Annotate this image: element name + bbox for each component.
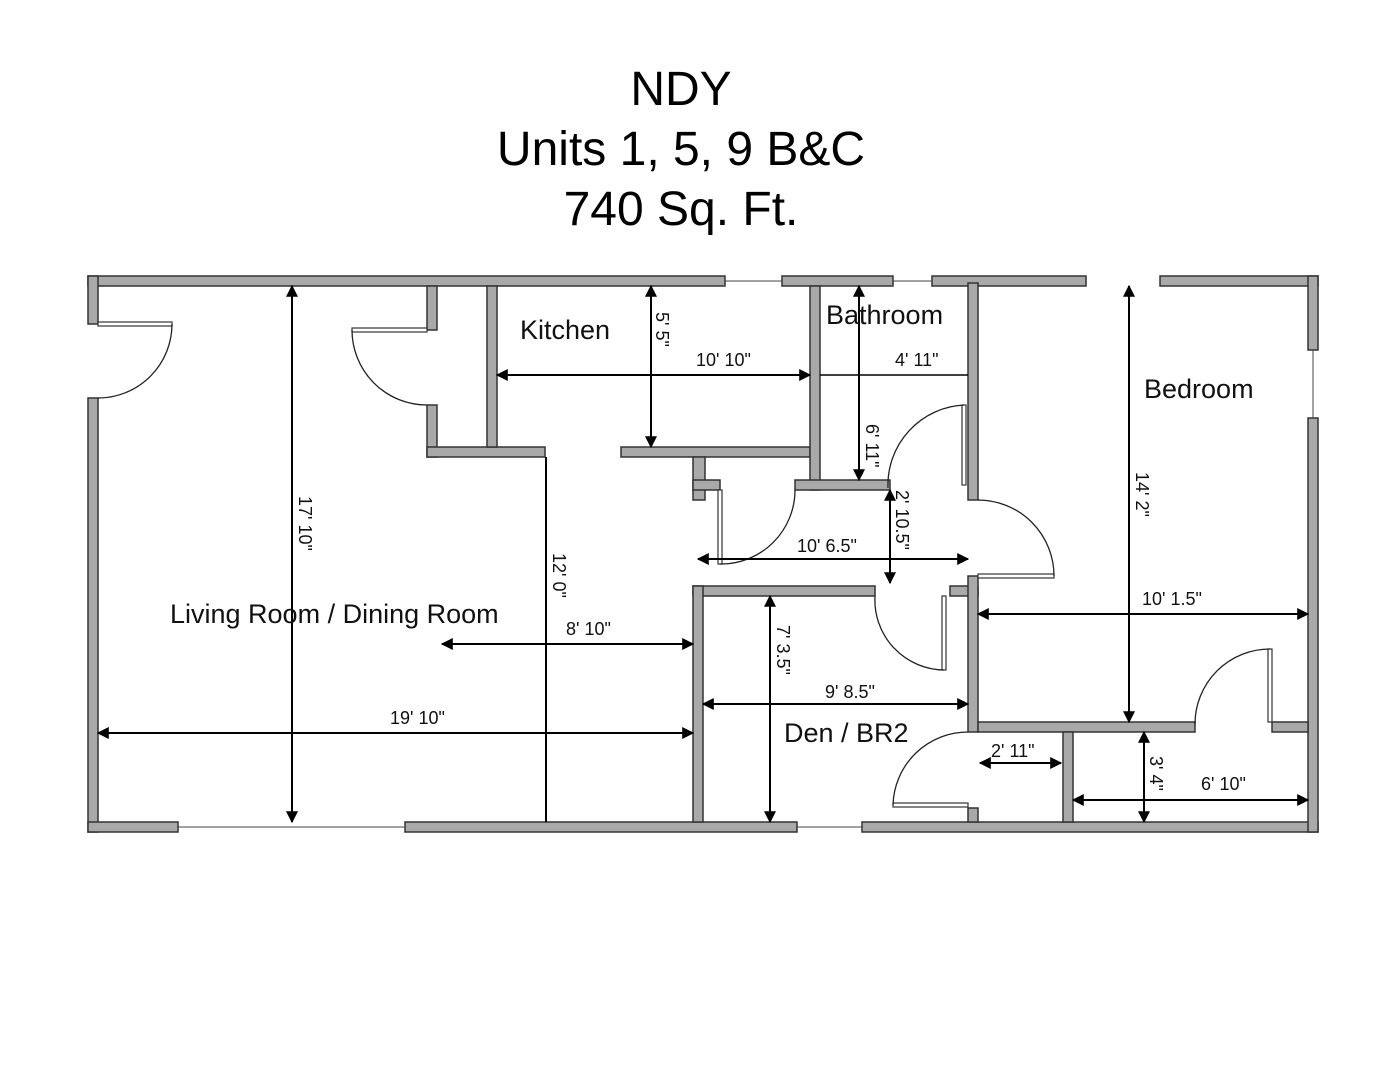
dim-closet1-width: 2' 11" [991,741,1035,761]
room-bedroom: Bedroom [1144,374,1254,404]
room-den: Den / BR2 [784,718,909,748]
dim-bedroom-depth: 14' 2" [1132,472,1152,517]
dim-bedroom-width: 10' 1.5" [1142,589,1202,609]
room-labels: Kitchen Bathroom Bedroom Living Room / D… [170,300,1254,748]
dimension-lines [96,284,1310,824]
room-living: Living Room / Dining Room [170,599,499,629]
dim-closet2-depth: 3' 4" [1146,756,1166,791]
room-bathroom: Bathroom [826,300,943,330]
plan-title: NDY [630,63,732,116]
dim-living-width: 19' 10" [390,708,445,728]
dim-hall-width: 2' 10.5" [892,490,912,550]
dim-bath-width: 4' 11" [895,350,939,370]
windows [178,280,1314,828]
dim-dining-depth: 12' 0" [549,553,569,598]
plan-units: Units 1, 5, 9 B&C [496,123,866,176]
doors [97,321,1273,808]
dim-bath-depth: 6' 11" [862,424,882,468]
room-kitchen: Kitchen [520,315,610,345]
dim-living-depth: 17' 10" [295,496,315,551]
plan-area: 740 Sq. Ft. [563,183,799,236]
dim-hall-length: 10' 6.5" [797,536,857,556]
dim-dining-width: 8' 10" [566,619,611,639]
dim-closet2-width: 6' 10" [1201,774,1246,794]
dim-den-width: 9' 8.5" [825,682,875,702]
dimension-labels: 10' 10" 4' 11" 5' 5" 6' 11" 2' 10.5" 10'… [295,312,1246,794]
dim-den-depth: 7' 3.5" [773,625,793,675]
dim-kitchen-width: 10' 10" [696,350,751,370]
dim-kitchen-depth: 5' 5" [652,312,672,347]
